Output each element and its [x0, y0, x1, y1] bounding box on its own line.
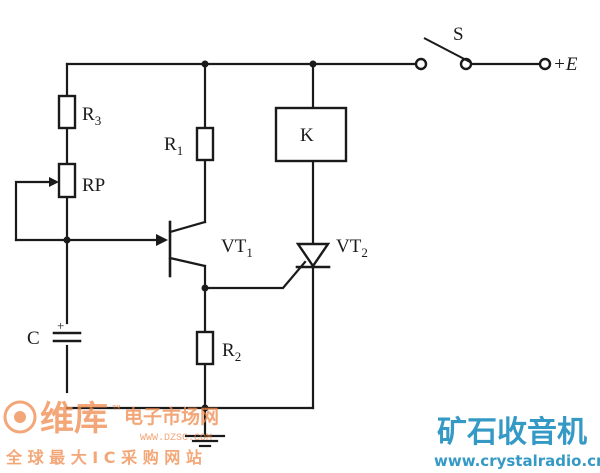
- wires: [14, 62, 540, 438]
- potentiometer-rp: [57, 162, 77, 199]
- watermark-site-cn: 电子市场网: [124, 405, 219, 428]
- label-r2-sub: 2: [235, 349, 242, 364]
- label-k: K: [300, 125, 314, 146]
- label-r1: R1: [164, 134, 183, 158]
- watermark-tm: TM: [112, 405, 120, 413]
- label-vt2: VT2: [336, 236, 368, 260]
- jfet-source-lead: [168, 256, 207, 268]
- jfet-vt1: [156, 220, 207, 278]
- supply-terminal: [538, 57, 552, 71]
- label-rp: RP: [82, 175, 105, 196]
- watermark-slogan: 全 球 最 大 I C 采 购 网 站: [5, 448, 202, 467]
- jfet-drain-lead: [168, 220, 207, 234]
- label-vt1-sub: 1: [246, 245, 253, 260]
- watermark-left: 维库 TM 电子市场网 WWW.DZSC.COM 全 球 最 大 I C 采 购…: [3, 399, 219, 467]
- capacitor-c: [52, 331, 82, 343]
- junction-dot: [63, 236, 71, 244]
- jfet-gate-arrow-icon: [156, 234, 168, 246]
- label-vt1: VT1: [221, 236, 253, 260]
- relay-k: [274, 106, 348, 163]
- label-r1-main: R: [164, 134, 177, 155]
- label-cap-plus: +: [57, 318, 64, 333]
- scr-vt2: [295, 242, 331, 269]
- dzsc-logo-core-icon: [14, 411, 26, 423]
- watermark-brand-left: 维库: [40, 399, 108, 439]
- resistor-r2: [195, 330, 215, 366]
- junction-dot: [309, 60, 317, 68]
- scr-triangle: [295, 242, 331, 269]
- label-r2: R2: [222, 340, 241, 364]
- switch-s: [414, 37, 552, 71]
- dzsc-logo-icon: [3, 400, 37, 434]
- rp-wiper-wire: [14, 180, 52, 242]
- label-c: C: [27, 328, 40, 349]
- resistor-r1: [195, 126, 215, 162]
- label-r3-main: R: [82, 104, 95, 125]
- junction-dots: [63, 60, 317, 412]
- label-r3: R3: [82, 104, 101, 128]
- rp-wiper-arrow-icon: [49, 177, 59, 187]
- label-supply: +E: [553, 54, 578, 75]
- label-r2-main: R: [222, 340, 235, 361]
- watermark-url-left: WWW.DZSC.COM: [140, 433, 212, 444]
- junction-dot: [201, 404, 209, 412]
- watermark-url-right: www.crystalradio.cn: [434, 452, 600, 470]
- watermark-brand-right: 矿石收音机: [437, 415, 587, 450]
- switch-lever: [423, 37, 471, 63]
- junction-dot: [201, 60, 209, 68]
- label-vt2-sub: 2: [361, 245, 368, 260]
- ground-symbol: [184, 434, 226, 448]
- label-r3-sub: 3: [95, 113, 102, 128]
- label-s: S: [453, 24, 464, 45]
- scr-gate-wire: [203, 260, 307, 290]
- watermark-right: 矿石收音机 www.crystalradio.cn: [434, 415, 600, 470]
- junction-dot: [201, 284, 209, 292]
- label-vt1-main: VT: [221, 236, 247, 257]
- label-r1-sub: 1: [177, 143, 184, 158]
- label-vt2-main: VT: [336, 236, 362, 257]
- switch-contact-left: [414, 57, 428, 71]
- resistor-r3: [57, 94, 77, 130]
